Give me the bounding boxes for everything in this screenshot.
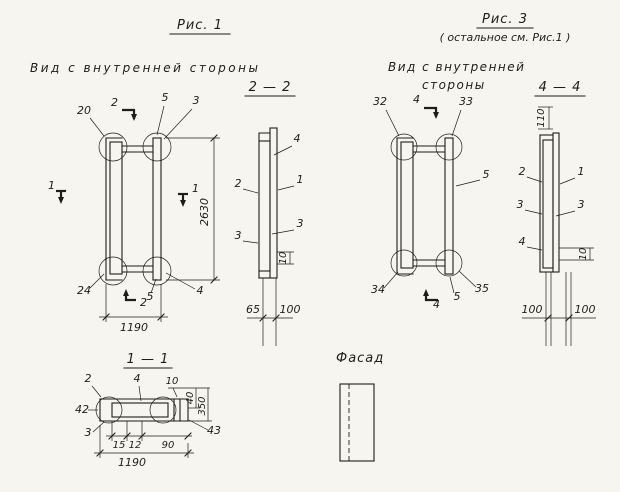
fig3-subtitle-line2: стороны <box>422 78 486 92</box>
section44-label-1: 1 <box>578 165 585 178</box>
section11-dim-90: 90 <box>162 440 175 451</box>
detail-circle-24 <box>98 256 128 286</box>
section44-board <box>552 132 560 273</box>
section-2-2-title: 2 — 2 <box>249 80 292 95</box>
section11-dim-12: 12 <box>129 440 142 451</box>
fig1-title: Рис. 1 <box>177 18 223 33</box>
section22-board <box>269 127 278 279</box>
section11-label-2: 2 <box>85 372 92 385</box>
section11-label-3: 3 <box>85 426 92 439</box>
section11-core-hatch <box>111 402 169 418</box>
detail-circle-33 <box>435 133 463 161</box>
fig3-mark-4-bottom: 4 <box>433 298 440 311</box>
detail-circle-35 <box>435 249 463 277</box>
section11-callout-42: 42 <box>75 403 89 416</box>
detail-circle-4 <box>142 256 172 286</box>
section44-dim-100-right: 100 <box>575 303 596 316</box>
fig3-label-5-right: 5 <box>483 168 490 181</box>
section44-label-3-left: 3 <box>517 198 524 211</box>
fig1-dim-height: 2630 <box>198 198 211 226</box>
fig3-subtitle-line1: Вид с внутренней <box>388 60 525 74</box>
section44-dim-10: 10 <box>578 248 589 261</box>
fig3-callout-32: 32 <box>373 95 387 108</box>
detail-circle-3 <box>142 132 172 162</box>
fig1-label-3-top: 3 <box>193 94 200 107</box>
detail-circle-34 <box>390 249 418 277</box>
fig1-mark-1-left: 1 <box>48 179 55 192</box>
fig1-mark-2-bottom: 2 <box>140 296 147 309</box>
fig1-label-4: 4 <box>197 284 204 297</box>
fig1-label-5-bottom: 5 <box>147 290 154 303</box>
fig1-subtitle: Вид с внутренней стороны <box>30 61 260 75</box>
section22-label-4: 4 <box>294 132 301 145</box>
fasad-outline <box>339 383 375 462</box>
fig3-title: Рис. 3 <box>482 12 528 27</box>
section-4-4: 110 2 1 3 3 4 10 100 100 <box>517 106 596 346</box>
section22-label-2: 2 <box>235 177 242 190</box>
section11-label-10: 10 <box>166 376 179 387</box>
fig1-elevation: 20 2 5 3 1 1 24 2 5 4 <box>48 91 220 334</box>
section22-label-3-right: 3 <box>297 217 304 230</box>
section11-dim-350: 350 <box>197 396 208 415</box>
section11-dim-15: 15 <box>113 440 126 451</box>
fig3-left-stile-hatch <box>400 141 414 269</box>
fig3-callout-35: 35 <box>475 282 489 295</box>
section22-dim-65: 65 <box>246 303 260 316</box>
fig3-label-5-bottom: 5 <box>454 290 461 303</box>
section44-label-2: 2 <box>519 165 526 178</box>
section44-dim-110: 110 <box>536 108 547 127</box>
fig3-note: ( остальное см. Рис.1 ) <box>440 31 571 44</box>
section11-callout-43: 43 <box>207 424 221 437</box>
headers: Рис. 1 Вид с внутренней стороны Рис. 3 (… <box>30 12 586 369</box>
fig3-callout-34: 34 <box>371 283 385 296</box>
fig1-mark-1-right: 1 <box>192 182 199 195</box>
fig1-callout-24: 24 <box>77 284 91 297</box>
detail-circle-43 <box>149 396 177 424</box>
fig3-mark-4-top: 4 <box>413 93 420 106</box>
detail-circle-20 <box>98 132 128 162</box>
section-2-2: 4 2 1 3 3 10 65 100 <box>235 127 304 346</box>
section22-label-3-left: 3 <box>235 229 242 242</box>
section11-dim-width: 1190 <box>118 456 146 469</box>
section22-dim-100: 100 <box>280 303 301 316</box>
section11-label-4: 4 <box>134 372 141 385</box>
fasad-title: Фасад <box>336 351 384 366</box>
section22-core-hatch <box>258 140 271 272</box>
section44-label-4: 4 <box>519 235 526 248</box>
section-1-1-title: 1 — 1 <box>127 352 170 367</box>
fig1-label-5-top: 5 <box>162 91 169 104</box>
fig1-callout-20: 20 <box>77 104 91 117</box>
section11-dim-40: 40 <box>185 392 196 405</box>
detail-circle-32 <box>390 133 418 161</box>
fig3-elevation: 32 4 33 5 34 4 5 35 <box>371 93 490 311</box>
fig1-dim-width: 1190 <box>120 321 148 334</box>
fig1-left-stile-hatch <box>109 141 123 275</box>
section22-label-1: 1 <box>297 173 304 186</box>
fig1-mark-2-top: 2 <box>111 96 118 109</box>
section-1-1: 2 4 10 40 350 42 43 3 15 12 90 <box>75 372 221 469</box>
fasad-view <box>339 383 375 462</box>
section44-label-3-right: 3 <box>578 198 585 211</box>
fig3-callout-33: 33 <box>459 95 473 108</box>
section44-core-hatch <box>542 139 554 269</box>
section44-dim-100-left: 100 <box>522 303 543 316</box>
section-4-4-title: 4 — 4 <box>539 80 582 95</box>
section22-dim-10: 10 <box>278 252 289 265</box>
